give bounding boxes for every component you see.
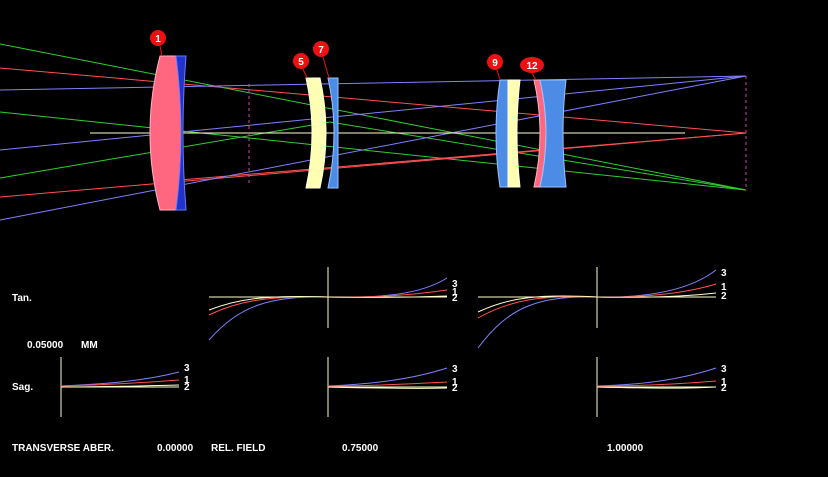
svg-text:2: 2 — [452, 383, 458, 394]
lens-element-7 — [327, 77, 339, 189]
svg-text:2: 2 — [184, 382, 190, 393]
aberration-plots: Tan. Sag. 0.05000 MM 3 1 2 3 1 2 — [12, 267, 727, 454]
svg-text:3: 3 — [721, 364, 727, 375]
field-1: 0.75000 — [342, 443, 379, 454]
sag-plot-0.75: 3 1 2 — [327, 357, 458, 417]
surface-badge-12: 12 — [520, 57, 544, 81]
sag-label: Sag. — [12, 382, 33, 393]
svg-text:2: 2 — [452, 293, 458, 304]
lens-element-2 — [175, 55, 187, 211]
svg-text:2: 2 — [721, 383, 727, 394]
surface-badge-5: 5 — [293, 53, 309, 79]
lens-element-5 — [305, 77, 327, 189]
ray-green-mid — [0, 111, 747, 191]
svg-text:1: 1 — [452, 377, 458, 388]
svg-text:7: 7 — [318, 45, 324, 56]
lens-element-10 — [507, 79, 521, 188]
svg-text:3: 3 — [452, 279, 458, 290]
scale-unit: MM — [81, 340, 98, 351]
svg-text:5: 5 — [298, 57, 304, 68]
lens-element-1 — [149, 55, 182, 211]
tan-plot-0.75: 3 1 2 — [208, 267, 458, 341]
svg-text:1: 1 — [721, 377, 727, 388]
field-0: 0.00000 — [157, 443, 194, 454]
ray-blue-lower — [0, 75, 747, 221]
ray-green-upper — [0, 43, 747, 191]
svg-text:2: 2 — [721, 291, 727, 302]
sag-plot-1.00: 3 1 2 — [596, 357, 727, 417]
svg-text:12: 12 — [526, 61, 538, 72]
ray-fan — [0, 43, 747, 221]
svg-text:3: 3 — [184, 363, 190, 374]
surface-badge-9: 9 — [487, 54, 503, 81]
tan-plot-1.00: 3 1 2 — [477, 267, 727, 349]
svg-text:1: 1 — [452, 287, 458, 298]
svg-text:3: 3 — [452, 364, 458, 375]
svg-text:1: 1 — [721, 282, 727, 293]
field-2: 1.00000 — [607, 443, 644, 454]
svg-text:1: 1 — [155, 34, 161, 45]
ray-red-upper — [0, 67, 747, 134]
lens-element-13 — [539, 79, 567, 188]
aberration-title: TRANSVERSE ABER. — [12, 443, 114, 454]
rel-field-label: REL. FIELD — [211, 443, 265, 454]
tan-label: Tan. — [12, 293, 32, 304]
svg-text:9: 9 — [492, 58, 498, 69]
scale-value: 0.05000 — [27, 340, 64, 351]
surface-badge-1: 1 — [150, 30, 166, 57]
ray-blue-mid — [0, 75, 747, 151]
svg-text:3: 3 — [721, 268, 727, 279]
svg-text:1: 1 — [184, 375, 190, 386]
ray-red-cross — [179, 132, 747, 181]
ray-blue-upper — [0, 75, 747, 91]
lens-element-9 — [495, 79, 509, 188]
sag-plot-0.00: 3 1 2 — [60, 357, 190, 417]
lens-elements — [149, 55, 747, 211]
surface-badges: 1 5 7 9 12 — [150, 30, 544, 81]
surface-badge-7: 7 — [313, 41, 330, 79]
